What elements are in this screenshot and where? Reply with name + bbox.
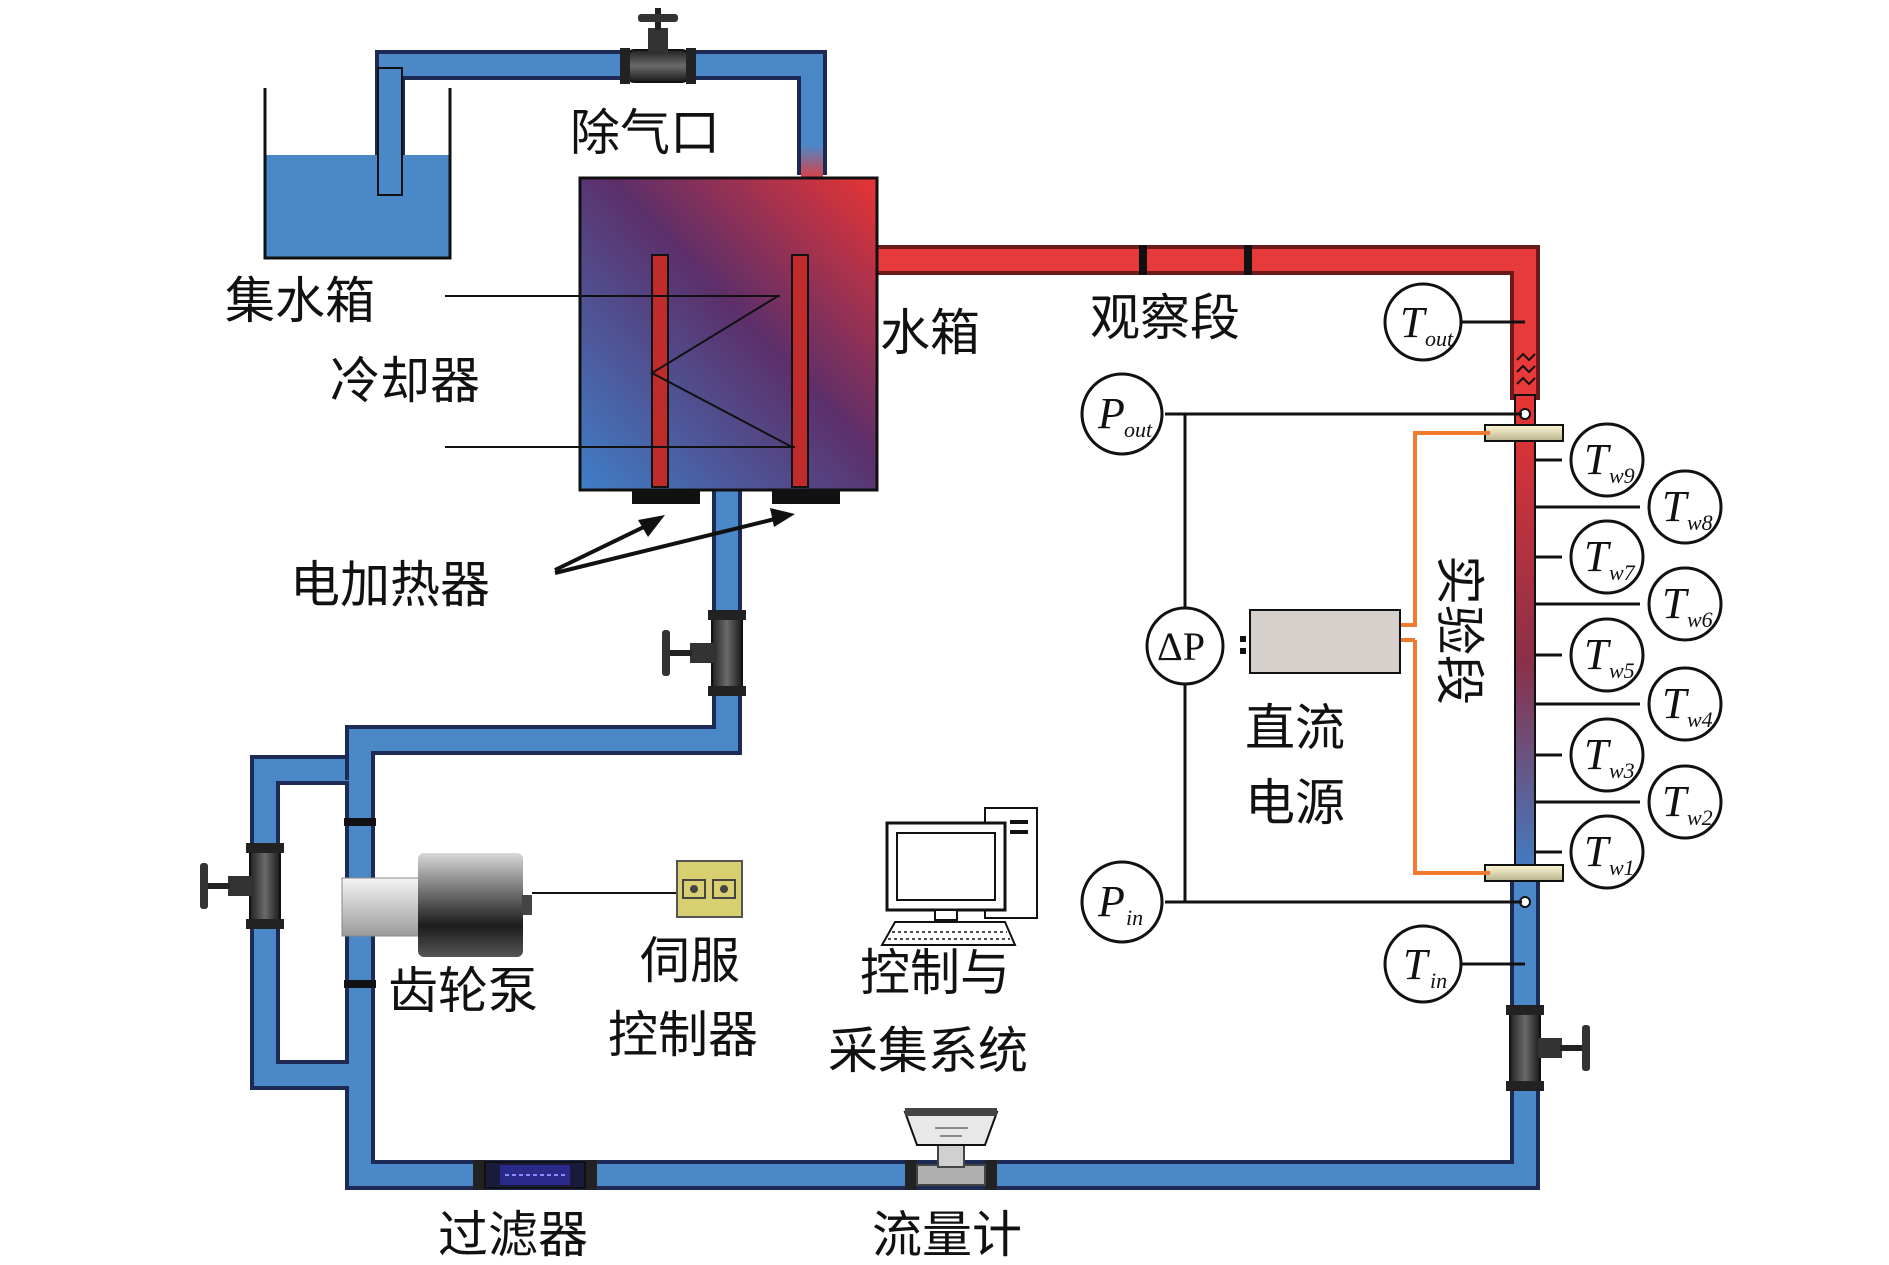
svg-text:in: in — [1126, 905, 1143, 930]
svg-text:T: T — [1662, 679, 1690, 728]
dc-power-supply — [1240, 609, 1401, 674]
label-gear-pump: 齿轮泵 — [388, 962, 538, 1020]
label-dc-power-2: 电源 — [1245, 774, 1345, 832]
cooler-coil — [649, 295, 793, 448]
heater-rod-right — [791, 254, 809, 488]
wall-tc-leads — [1535, 458, 1640, 854]
observe-section-mark-2 — [1244, 245, 1252, 275]
heater-rod-left — [651, 254, 669, 488]
heater-arrows — [554, 508, 795, 575]
sensor-t-in: T in — [1383, 924, 1463, 1004]
label-control-2: 采集系统 — [828, 1022, 1028, 1080]
label-control-1: 控制与 — [860, 944, 1010, 1002]
svg-text:w3: w3 — [1609, 758, 1635, 783]
computer-icon — [880, 807, 1038, 946]
svg-text:w7: w7 — [1609, 560, 1636, 585]
valve-return-icon[interactable] — [1506, 1005, 1590, 1091]
svg-text:T: T — [1662, 482, 1690, 531]
svg-text:T: T — [1584, 730, 1612, 779]
svg-text:T: T — [1662, 579, 1690, 628]
gear-pump-icon — [341, 853, 532, 957]
electrode-top — [1484, 424, 1564, 442]
label-observe: 观察段 — [1090, 289, 1240, 347]
svg-text:T: T — [1403, 940, 1431, 989]
svg-text:T: T — [1584, 532, 1612, 581]
servo-controller-icon — [676, 860, 743, 918]
label-degas: 除气口 — [570, 104, 720, 162]
svg-text:T: T — [1584, 827, 1612, 876]
sensor-p-in: P in — [1080, 860, 1164, 944]
svg-text:ΔP: ΔP — [1157, 624, 1205, 669]
svg-text:T: T — [1400, 298, 1428, 347]
svg-text:T: T — [1584, 630, 1612, 679]
svg-text:w5: w5 — [1609, 658, 1635, 683]
label-servo-1: 伺服 — [640, 932, 740, 990]
label-dc-power-1: 直流 — [1245, 699, 1345, 757]
svg-text:w4: w4 — [1687, 707, 1713, 732]
svg-text:out: out — [1425, 326, 1454, 351]
sensor-tw8: T w8 — [1647, 469, 1723, 545]
valve-top-icon[interactable] — [620, 8, 696, 84]
label-servo-2: 控制器 — [608, 1006, 758, 1064]
sensor-p-out: P out — [1080, 372, 1164, 456]
label-collector: 集水箱 — [225, 272, 375, 330]
label-heater: 电加热器 — [290, 556, 490, 614]
sensor-tw3: T w3 — [1569, 717, 1645, 793]
svg-text:w9: w9 — [1609, 463, 1635, 488]
svg-text:T: T — [1584, 435, 1612, 484]
sensor-tw5: T w5 — [1569, 617, 1645, 693]
water-tank — [578, 176, 879, 504]
observe-section-mark-1 — [1139, 245, 1147, 275]
test-section — [1484, 352, 1564, 908]
sensor-tw2: T w2 — [1647, 764, 1723, 840]
valve-bypass-icon[interactable] — [200, 843, 284, 929]
svg-text:w1: w1 — [1609, 855, 1635, 880]
flowmeter-icon — [903, 1108, 999, 1190]
sensor-tw6: T w6 — [1647, 566, 1723, 642]
svg-text:T: T — [1662, 777, 1690, 826]
svg-text:P: P — [1097, 877, 1125, 926]
sensor-dp: ΔP — [1145, 606, 1225, 686]
valve-drain-icon[interactable] — [662, 610, 746, 696]
sensor-t-out: T out — [1383, 282, 1463, 362]
svg-text:w2: w2 — [1687, 805, 1713, 830]
svg-text:in: in — [1430, 968, 1447, 993]
svg-text:w6: w6 — [1687, 607, 1713, 632]
sensor-tw9: T w9 — [1569, 422, 1645, 498]
sensor-tw4: T w4 — [1647, 666, 1723, 742]
label-filter: 过滤器 — [438, 1206, 588, 1264]
label-tank: 水箱 — [880, 304, 980, 362]
electrode-bottom — [1484, 864, 1564, 882]
label-test-section: 实验段 — [1430, 555, 1488, 705]
filter-icon — [473, 1160, 597, 1190]
sensor-tw7: T w7 — [1569, 519, 1645, 595]
sensor-tw1: T w1 — [1569, 814, 1645, 890]
label-cooler: 冷却器 — [330, 352, 480, 410]
svg-text:out: out — [1124, 417, 1153, 442]
label-flowmeter: 流量计 — [872, 1206, 1022, 1264]
svg-text:w8: w8 — [1687, 510, 1713, 535]
collector-tank — [263, 67, 452, 260]
svg-text:P: P — [1097, 389, 1125, 438]
